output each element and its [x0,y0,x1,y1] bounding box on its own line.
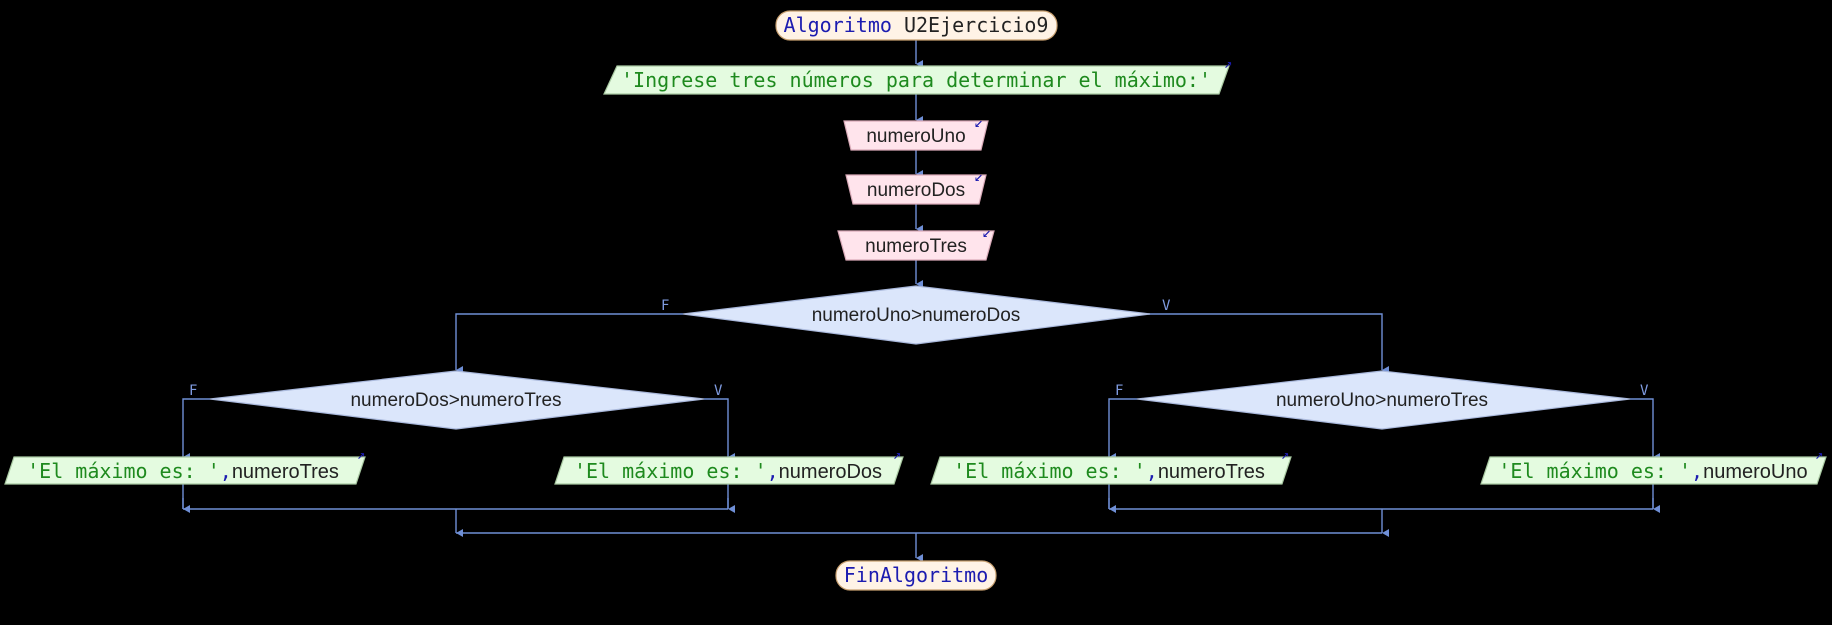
prompt-output: 'Ingrese tres números para determinar el… [603,56,1232,95]
decision-main-true-label: V [1162,298,1171,314]
start-keyword: Algoritmo [784,13,892,37]
output-arrow-icon: ↗ [357,447,365,463]
output-arrow-icon: ↗ [1815,447,1823,463]
output-literal: 'El máximo es: ' [1498,459,1691,483]
decision-left-false-label: F [189,383,197,399]
output-variable: numeroTres [1158,461,1265,483]
output-separator: , [1146,459,1158,483]
read-numero-dos: numeroDos ↙ [845,167,987,205]
decision-main-condition: numeroUno>numeroDos [812,305,1021,326]
output-max-3: 'El máximo es: ',numeroTres ↗ [930,447,1292,485]
decision-left-true-label: V [714,383,723,399]
read-numero-uno: numeroUno ↙ [843,113,989,151]
end-keyword: FinAlgoritmo [844,563,989,587]
algorithm-name: U2Ejercicio9 [904,13,1049,37]
output-separator: , [1691,459,1703,483]
svg-text:'El máximo es: ',numeroTres: 'El máximo es: ',numeroTres [27,459,339,483]
end-terminal: FinAlgoritmo [835,560,997,591]
read-numero-tres: numeroTres ↙ [837,223,995,261]
svg-text:'El máximo es: ',numeroUno: 'El máximo es: ',numeroUno [1498,459,1807,483]
decision-main: numeroUno>numeroDos F V [661,285,1171,345]
decision-left-condition: numeroDos>numeroTres [350,390,561,411]
decision-right-false-label: F [1115,383,1123,399]
output-variable: numeroDos [779,461,882,483]
input-arrow-icon: ↙ [974,167,983,185]
svg-text:Algoritmo U2Ejercicio9: Algoritmo U2Ejercicio9 [784,13,1049,37]
input-arrow-icon: ↙ [982,223,991,241]
read-numero-uno-label: numeroUno [866,126,965,147]
decision-left: numeroDos>numeroTres F V [189,370,723,430]
decision-right: numeroUno>numeroTres F V [1115,370,1649,430]
prompt-text: 'Ingrese tres números para determinar el… [621,68,1211,92]
output-literal: 'El máximo es: ' [574,459,767,483]
read-numero-dos-label: numeroDos [867,180,965,201]
output-arrow-icon: ↗ [1281,447,1289,463]
decision-right-condition: numeroUno>numeroTres [1276,390,1488,411]
output-arrow-icon: ↗ [1224,56,1232,72]
svg-text:'El máximo es: ',numeroTres: 'El máximo es: ',numeroTres [953,459,1265,483]
output-arrow-icon: ↗ [893,447,901,463]
output-max-1: 'El máximo es: ',numeroTres ↗ [4,447,366,485]
start-terminal: Algoritmo U2Ejercicio9 [775,10,1058,41]
output-literal: 'El máximo es: ' [27,459,220,483]
output-literal: 'El máximo es: ' [953,459,1146,483]
output-separator: , [767,459,779,483]
output-variable: numeroTres [232,461,339,483]
svg-text:'El máximo es: ',numeroDos: 'El máximo es: ',numeroDos [574,459,882,483]
read-numero-tres-label: numeroTres [865,236,967,257]
output-variable: numeroUno [1703,461,1808,483]
connectors [182,40,1660,562]
output-max-4: 'El máximo es: ',numeroUno ↗ [1480,447,1827,485]
decision-main-false-label: F [661,298,669,314]
output-separator: , [220,459,232,483]
output-max-2: 'El máximo es: ',numeroDos ↗ [554,447,904,485]
decision-right-true-label: V [1640,383,1649,399]
input-arrow-icon: ↙ [974,113,983,131]
